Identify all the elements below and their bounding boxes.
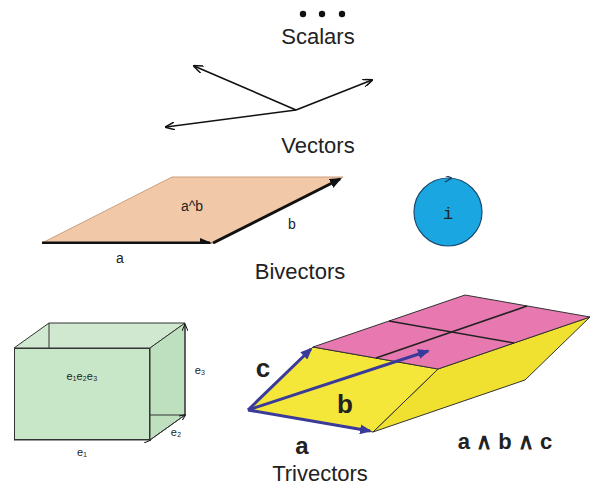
bivector-parallelogram: a^b bbox=[42, 176, 344, 244]
vector-arrows bbox=[166, 66, 372, 127]
vector-name: c bbox=[256, 355, 270, 381]
cube-edges bbox=[14, 323, 185, 440]
vector-name: a bbox=[295, 434, 308, 458]
basis-label: e₃ bbox=[195, 365, 206, 376]
vector-name: b bbox=[288, 217, 296, 231]
grade-title: Scalars bbox=[281, 26, 354, 48]
node-outline bbox=[14, 348, 150, 440]
cube-face: e₁e₂e₃ bbox=[14, 348, 150, 440]
vector-name: b bbox=[337, 391, 353, 417]
node-text: e₁e₂e₃ bbox=[67, 371, 98, 382]
grade-title: Vectors bbox=[281, 135, 354, 157]
grade-title: Bivectors bbox=[255, 261, 345, 283]
scalar-dots bbox=[300, 11, 345, 17]
node-text: i bbox=[443, 206, 453, 223]
node-text: a^b bbox=[181, 199, 203, 213]
trivector-box bbox=[248, 295, 590, 432]
trivector-label: a ∧ b ∧ c bbox=[458, 431, 552, 453]
pseudoscalar-circle: i bbox=[412, 176, 484, 248]
basis-label: e₁ bbox=[77, 447, 87, 458]
basis-label: e₂ bbox=[171, 427, 181, 438]
vector-name: a bbox=[116, 251, 124, 265]
grade-title: Trivectors bbox=[272, 463, 368, 485]
